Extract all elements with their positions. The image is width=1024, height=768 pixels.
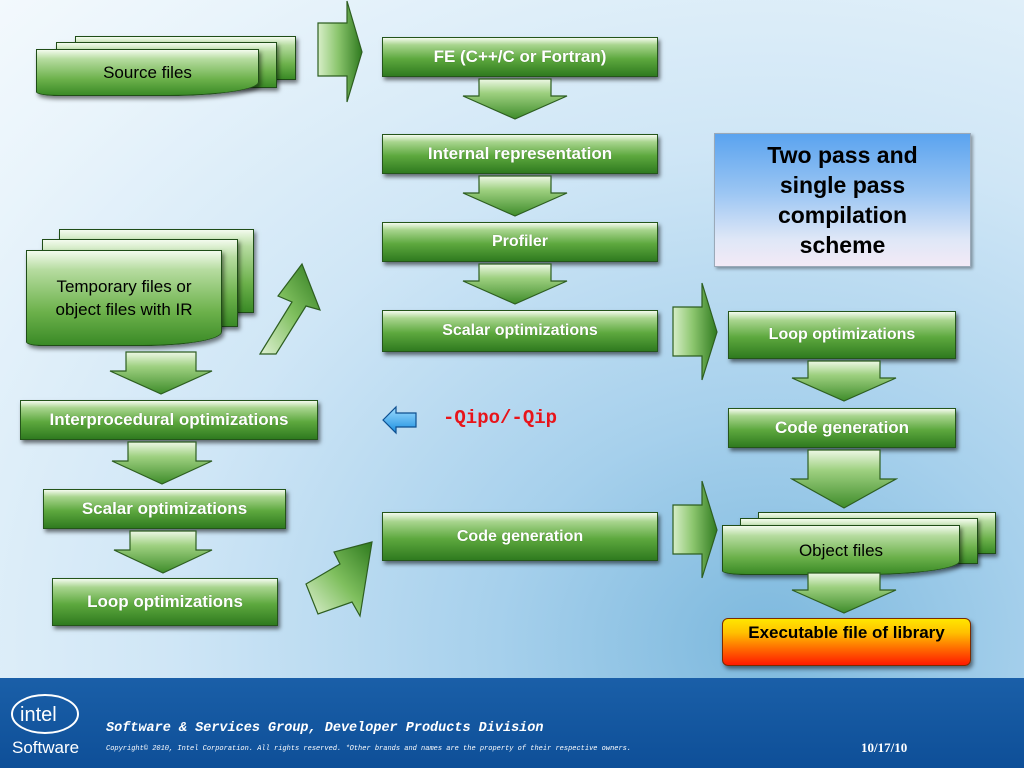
fe-label: FE (C++/C or Fortran) [433,47,607,66]
down-arrow-object-to-exe [791,572,897,614]
diagonal-up-arrow [258,262,322,355]
intel-logo-swirl: intel [11,694,79,734]
executable-file-label: Executable file of library [748,623,945,642]
internal-representation-box: Internal representation [382,134,658,174]
blue-left-arrow [382,405,417,435]
object-files-doc: Object files [722,525,960,575]
intel-logo-word: intel [20,704,57,726]
middle-code-generation-label: Code generation [456,528,584,545]
diagonal-right-arrow [305,541,373,618]
left-scalar-optimizations-box: Scalar optimizations [43,489,286,529]
right-arrow-codegen-to-object [672,480,718,579]
interprocedural-optimizations-box: Interprocedural optimizations [20,400,318,440]
right-code-generation-box: Code generation [728,408,956,448]
object-files-label: Object files [798,540,884,560]
right-loop-optimizations-label: Loop optimizations [768,326,916,343]
scheme-title: Two pass and single pass compilation sch… [767,142,918,258]
profiler-label: Profiler [491,233,548,250]
interprocedural-optimizations-label: Interprocedural optimizations [49,410,289,429]
down-arrow-profiler-to-scalar [462,263,568,305]
middle-code-generation-box: Code generation [382,512,658,561]
footer-division: Software & Services Group, Developer Pro… [106,721,544,736]
middle-scalar-optimizations-box: Scalar optimizations [382,310,658,352]
left-loop-optimizations-label: Loop optimizations [87,592,243,611]
down-arrow-scalar-to-loop [113,530,213,574]
right-loop-optimizations-box: Loop optimizations [728,311,956,359]
footer-date: 10/17/10 [861,740,908,755]
right-code-generation-label: Code generation [774,418,910,437]
intel-logo: intel [10,692,80,741]
right-arrow-source-to-fe [317,0,363,103]
down-arrow-temp-to-ipo [109,351,213,395]
source-files-doc: Source files [36,49,259,96]
down-arrow-loop-to-codegen [791,360,897,402]
down-arrow-codegen-to-object [790,449,898,509]
down-arrow-ir-to-profiler [462,175,568,217]
fe-box: FE (C++/C or Fortran) [382,37,658,77]
scheme-title-box: Two pass and single pass compilation sch… [714,133,971,267]
footer-bar [0,678,1024,768]
profiler-box: Profiler [382,222,658,262]
right-arrow-scalar-to-loop [672,282,718,381]
intel-software-label: Software [12,738,80,757]
down-arrow-fe-to-ir [462,78,568,120]
down-arrow-ipo-to-scalar [111,441,213,485]
footer-copyright: Copyright© 2010, Intel Corporation. All … [106,745,632,753]
qipo-flag-label: -Qipo/-Qip [443,407,558,429]
temporary-files-doc: Temporary files or object files with IR [26,250,222,346]
executable-file-box: Executable file of library [722,618,971,666]
source-files-label: Source files [103,63,192,82]
middle-scalar-optimizations-label: Scalar optimizations [442,322,598,339]
internal-representation-label: Internal representation [427,144,613,163]
left-loop-optimizations-box: Loop optimizations [52,578,278,626]
temporary-files-label: Temporary files or object files with IR [55,277,193,319]
left-scalar-optimizations-label: Scalar optimizations [81,499,248,518]
